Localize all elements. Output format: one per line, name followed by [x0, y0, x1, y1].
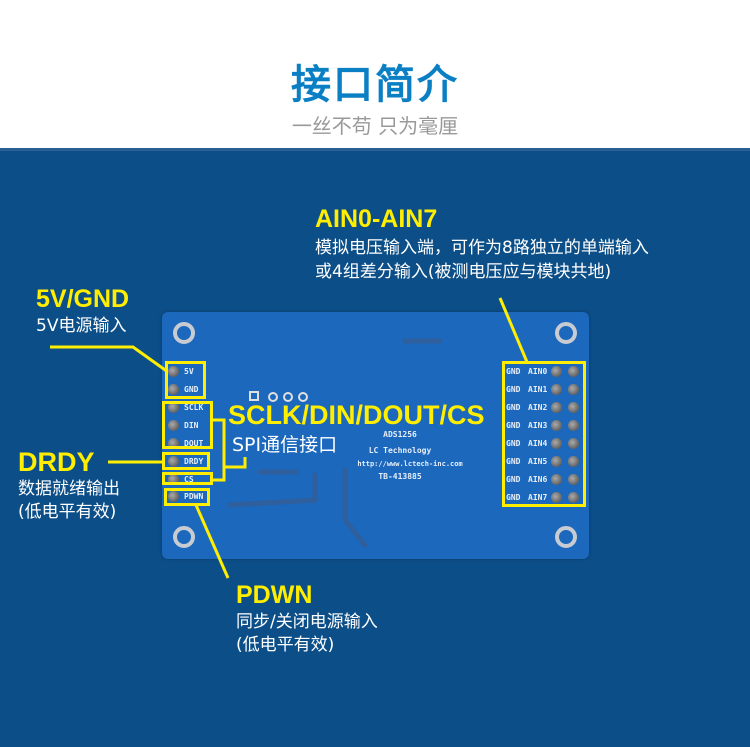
highlight-power [165, 361, 206, 399]
ain-label: AIN3 [528, 421, 548, 430]
drdy-callout-desc2: (低电平有效) [18, 502, 117, 522]
pin-label: 5V [184, 367, 194, 376]
gnd-label: GND [506, 475, 521, 484]
page-subtitle: 一丝不苟 只为毫厘 [291, 114, 459, 138]
ain-label: AIN5 [528, 457, 548, 466]
highlight-spi [162, 401, 213, 449]
pin-label: DRDY [184, 457, 204, 466]
gnd-label: GND [506, 385, 521, 394]
pin [168, 402, 179, 413]
ain-label: AIN6 [528, 475, 548, 484]
maker-label: LC Technology [368, 446, 432, 455]
gnd-label: GND [506, 421, 521, 430]
pin-label: CS [184, 475, 194, 484]
pin [568, 438, 579, 449]
pin [568, 492, 579, 503]
chip-label: ADS1256 [383, 430, 417, 439]
pin [568, 456, 579, 467]
highlight-pdwn [164, 488, 210, 506]
highlight-ain [502, 361, 586, 507]
pin-label: GND [184, 385, 199, 394]
pin [551, 402, 562, 413]
pin [568, 474, 579, 485]
pin [568, 366, 579, 377]
gnd-label: GND [506, 493, 521, 502]
pdwn-callout-desc2: (低电平有效) [236, 635, 335, 655]
url-label: http://www.lctech-inc.com [357, 460, 463, 468]
pin [168, 384, 179, 395]
pin [168, 438, 179, 449]
power-callout-desc: 5V电源输入 [36, 316, 127, 336]
mount-hole [173, 526, 195, 548]
header [0, 0, 750, 148]
mount-hole [555, 322, 577, 344]
pin [568, 420, 579, 431]
highlight-drdy [162, 452, 210, 470]
spi-callout-desc: SPI通信接口 [232, 434, 338, 456]
pin-label: SCLK [184, 403, 204, 412]
ain-callout-desc1: 模拟电压输入端，可作为8路独立的单端输入 [315, 238, 649, 258]
ain-label: AIN7 [528, 493, 548, 502]
mount-hole [173, 322, 195, 344]
gnd-label: GND [506, 439, 521, 448]
ain-label: AIN4 [528, 439, 548, 448]
pin-label: DOUT [184, 439, 204, 448]
highlight-cs [162, 472, 213, 485]
pin [168, 420, 179, 431]
ain-callout-desc2: 或4组差分输入(被测电压应与模块共地) [315, 262, 612, 282]
pin-label: DIN [184, 421, 199, 430]
pin [551, 384, 562, 395]
pin [168, 474, 179, 485]
pdwn-callout-title: PDWN [236, 581, 313, 609]
drdy-callout-desc1: 数据就绪输出 [18, 479, 120, 499]
pin-label: PDWN [184, 492, 204, 501]
pin [551, 438, 562, 449]
spi-callout-title: SCLK/DIN/DOUT/CS [228, 400, 485, 430]
pin [568, 402, 579, 413]
ain-label: AIN2 [528, 403, 548, 412]
pin [551, 492, 562, 503]
pdwn-callout-desc1: 同步/关闭电源输入 [236, 612, 378, 632]
mount-hole [555, 526, 577, 548]
ain-label: AIN0 [528, 367, 548, 376]
gnd-label: GND [506, 403, 521, 412]
gnd-label: GND [506, 457, 521, 466]
pin [168, 366, 179, 377]
pin [551, 456, 562, 467]
pin [568, 384, 579, 395]
gnd-label: GND [506, 367, 521, 376]
drdy-callout-title: DRDY [18, 447, 95, 477]
pin [168, 456, 179, 467]
power-callout-title: 5V/GND [36, 285, 130, 313]
pin [551, 474, 562, 485]
ain-callout-title: AIN0-AIN7 [315, 205, 438, 233]
pcb-board [162, 312, 589, 559]
board-code: TB-413885 [378, 472, 422, 481]
ain-label: AIN1 [528, 385, 548, 394]
page-title: 接口简介 [291, 62, 459, 108]
pin [551, 420, 562, 431]
pin [168, 491, 179, 502]
pin [551, 366, 562, 377]
pad [249, 391, 259, 401]
